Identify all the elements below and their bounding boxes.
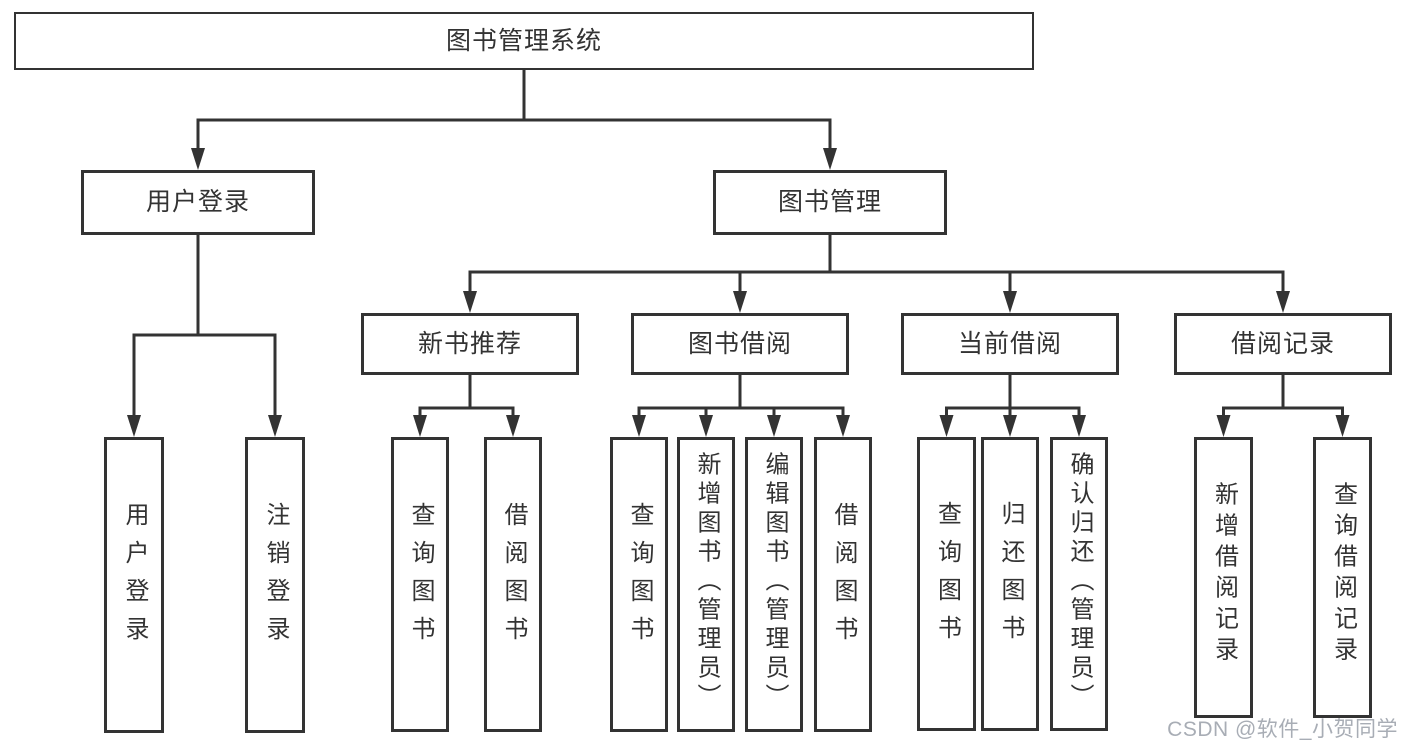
node-label: 查询图书 — [407, 501, 434, 654]
node-leaf-confirm-return: 确认归还（管理员） — [1050, 437, 1108, 731]
arrowhead — [939, 415, 954, 437]
node-label: 借阅图书 — [830, 501, 857, 654]
arrowhead — [268, 415, 282, 437]
arrowhead — [836, 415, 850, 437]
node-label: 当前借阅 — [957, 329, 1062, 358]
arrowhead — [463, 291, 477, 313]
arrowhead — [823, 148, 837, 170]
node-label: 借阅记录 — [1230, 329, 1335, 358]
node-label: 确认归还（管理员） — [1066, 451, 1093, 712]
node-leaf-return-book: 归还图书 — [981, 437, 1039, 731]
node-label: 用户登录 — [145, 188, 250, 216]
node-label: 新书推荐 — [417, 329, 522, 358]
arrowhead — [1072, 415, 1086, 437]
node-label: 新增借阅记录 — [1210, 481, 1238, 667]
arrowhead — [1003, 415, 1017, 437]
node-new-book-rec: 新书推荐 — [361, 313, 579, 375]
node-label: 注销登录 — [262, 502, 289, 654]
node-book-borrow: 图书借阅 — [631, 313, 849, 375]
node-leaf-add-book: 新增图书（管理员） — [677, 437, 735, 732]
node-user-login: 用户登录 — [81, 170, 315, 235]
arrowhead — [1216, 415, 1231, 437]
node-leaf-edit-book: 编辑图书（管理员） — [745, 437, 803, 732]
node-label: 查询借阅记录 — [1329, 481, 1357, 667]
arrowhead — [699, 415, 713, 437]
node-label: 查询图书 — [626, 501, 653, 654]
arrowhead — [1276, 291, 1290, 313]
arrowhead — [733, 291, 747, 313]
node-leaf-user-login: 用户登录 — [104, 437, 164, 733]
arrowhead — [413, 415, 427, 437]
node-label: 查询图书 — [933, 501, 961, 653]
node-label: 图书管理系统 — [445, 26, 602, 55]
node-leaf-borrow-book-2: 借阅图书 — [814, 437, 872, 732]
node-leaf-query-book-2: 查询图书 — [610, 437, 668, 732]
node-leaf-borrow-book-1: 借阅图书 — [484, 437, 542, 732]
node-leaf-query-book-3: 查询图书 — [917, 437, 976, 731]
node-leaf-query-record: 查询借阅记录 — [1313, 437, 1372, 718]
arrowhead — [506, 415, 520, 437]
node-root: 图书管理系统 — [14, 12, 1034, 70]
node-label: 图书借阅 — [687, 329, 792, 358]
arrowhead — [767, 415, 781, 437]
node-borrow-records: 借阅记录 — [1174, 313, 1392, 375]
arrowhead — [127, 415, 141, 437]
node-leaf-logout: 注销登录 — [245, 437, 305, 733]
node-book-mgmt: 图书管理 — [713, 170, 947, 235]
node-label: 用户登录 — [121, 502, 148, 654]
arrowhead — [191, 148, 205, 170]
arrowhead — [1335, 415, 1350, 437]
node-label: 借阅图书 — [500, 501, 527, 654]
arrowhead — [632, 415, 646, 437]
node-label: 归还图书 — [997, 501, 1024, 653]
node-current-borrow: 当前借阅 — [901, 313, 1119, 375]
node-leaf-add-record: 新增借阅记录 — [1194, 437, 1253, 718]
node-label: 图书管理 — [777, 188, 882, 216]
node-label: 新增图书（管理员） — [693, 451, 720, 713]
node-leaf-query-book-1: 查询图书 — [391, 437, 449, 732]
node-label: 编辑图书（管理员） — [761, 451, 788, 713]
arrowhead — [1003, 291, 1017, 313]
